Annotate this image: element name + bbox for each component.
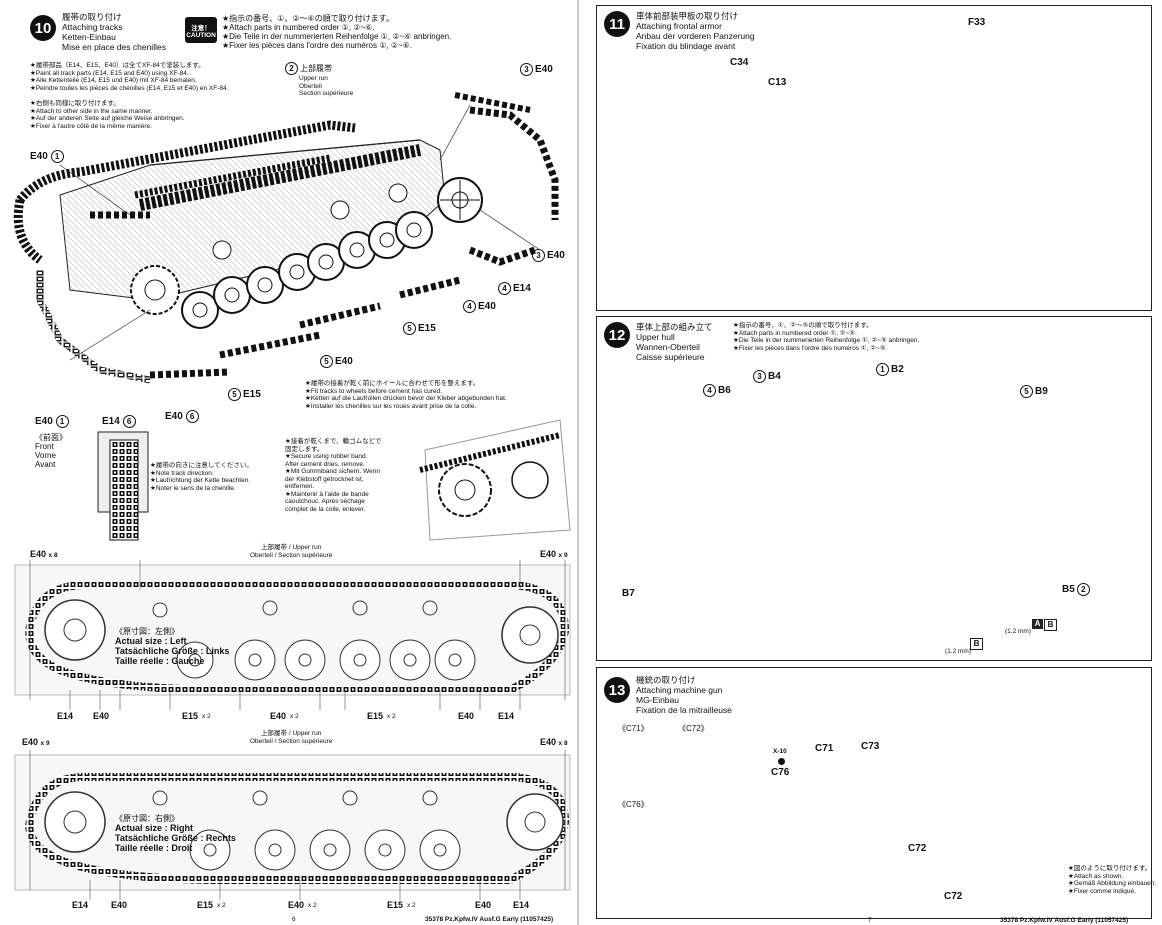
part-x10: X-10 [773, 748, 787, 755]
step-13-title: 機銃の取り付け Attaching machine gun MG-Einbau … [636, 675, 732, 715]
part-c73: C73 [861, 741, 880, 752]
direction-note: ★履帯の向きに注意してください。 ★Note track direction. … [150, 462, 253, 492]
step-number: 10 [34, 19, 52, 37]
step-13-notes: ★図のように取り付けます。 ★Attach as shown. ★Gemäß A… [1068, 865, 1157, 895]
step-10-badge: 10 [30, 15, 56, 41]
x10-dot-icon [778, 758, 785, 765]
caution-notes: ★指示の番号、①、②〜⑥の順で取り付けます。 ★Attach parts in … [222, 14, 452, 50]
rubber-band-note: ★接着が乾くまで、輪ゴムなどで 固定します。 ★Secure using rub… [285, 438, 382, 513]
drill-size-1: (1.2 mm) [1005, 628, 1031, 635]
actual-size-right-track-drawing [14, 750, 571, 900]
detail-c76: 《C76》 [618, 800, 649, 809]
step-11-title: 車体前部装甲板の取り付け Attaching frontal armor Anb… [636, 11, 755, 51]
other-side-note: ★右側も同様に取り付けます。 ★Attach to other side in … [30, 100, 185, 130]
part-b7: B7 [622, 588, 635, 599]
drill-tag-2: B [970, 638, 983, 650]
right-track-bottom-labels: E14 E40 E15 x 2 E40 x 2 E15 x 2 E40 E14 [72, 900, 530, 910]
step-12-title: 車体上部の組み立て Upper hull Wannen-Oberteil Cai… [636, 322, 713, 362]
footer-right: 35378 Pz.Kpfw.IV Ausf.G Early (11057425) [1000, 917, 1129, 924]
right-track-top-left: E40 x 9 [22, 737, 50, 747]
step-12-notes: ★指示の番号、①、②〜⑤の順で取り付けます。 ★Attach parts in … [733, 322, 920, 352]
caution-badge: 注意！ CAUTION [185, 17, 217, 43]
detail-c71: 《C71》 [618, 724, 649, 733]
left-track-upper-label: 上部履帯 / Upper run Oberteil / Section supé… [250, 544, 333, 559]
callout-e40-6: E40 6 [165, 410, 201, 423]
loose-track-links [36, 92, 559, 384]
title-en: Attaching tracks [62, 22, 123, 32]
callout-e40-1-top: E40 1 [30, 150, 66, 163]
step-11-panel [596, 5, 1152, 311]
part-c76: C76 [771, 767, 790, 778]
title-ja: 履帯の取り付け [62, 12, 122, 22]
part-c71: C71 [815, 743, 834, 754]
step-10-title: 履帯の取り付け Attaching tracks Ketten-Einbau M… [62, 12, 166, 52]
right-track-top-right: E40 x 8 [540, 737, 568, 747]
footer-left: 35378 Pz.Kpfw.IV Ausf.G Early (11057425) [425, 916, 554, 923]
page-number-left: 6 [292, 916, 296, 923]
part-c13: C13 [768, 77, 787, 88]
title-fr: Mise en place des chenilles [62, 42, 166, 52]
title-de: Ketten-Einbau [62, 32, 116, 42]
page-number-right: 7 [868, 917, 872, 924]
left-track-bottom-labels: E14 E40 E15 x 2 E40 x 2 E15 x 2 E40 E14 [57, 711, 515, 721]
fit-note: ★履帯の接着が乾く前にホイールに合わせて形を整えます。 ★Fit tracks … [305, 380, 507, 410]
left-track-top-left: E40 x 8 [30, 549, 58, 559]
step-12-panel [596, 316, 1152, 661]
step-13-panel [596, 667, 1152, 919]
step-11-badge: 11 [604, 11, 630, 37]
drill-size-2: (1.2 mm) [945, 648, 971, 655]
part-c34: C34 [730, 57, 749, 68]
step-12-badge: 12 [604, 322, 630, 348]
step-13-badge: 13 [604, 677, 630, 703]
callout-e14-6: E14 6 [102, 415, 138, 428]
callout-e40-1-bottom: E40 1 [35, 415, 71, 428]
detail-c72: 《C72》 [678, 724, 709, 733]
right-actual-size-label: 《原寸図：右側》 Actual size : Right Tatsächlich… [115, 814, 236, 853]
road-wheels [130, 177, 483, 329]
part-c72-detail: C72 [944, 891, 963, 902]
rubber-band-detail [419, 419, 571, 541]
front-label: 《前面》 Front Vorne Avant [35, 433, 67, 469]
step10-hull-drawing [13, 120, 446, 301]
track-front-view [97, 431, 149, 541]
left-actual-size-label: 《原寸図：左側》 Actual size : Left Tatsächliche… [115, 627, 230, 666]
left-track-top-right: E40 x 9 [540, 549, 568, 559]
actual-size-left-track-drawing [14, 560, 571, 710]
paint-note: ★履帯部品（E14、E15、E40）は全てXF-84で塗装します。 ★Paint… [30, 62, 229, 92]
part-f33: F33 [968, 17, 986, 28]
part-c72: C72 [908, 843, 927, 854]
right-track-upper-label: 上部履帯 / Upper run Oberteil / Section supé… [250, 730, 333, 745]
